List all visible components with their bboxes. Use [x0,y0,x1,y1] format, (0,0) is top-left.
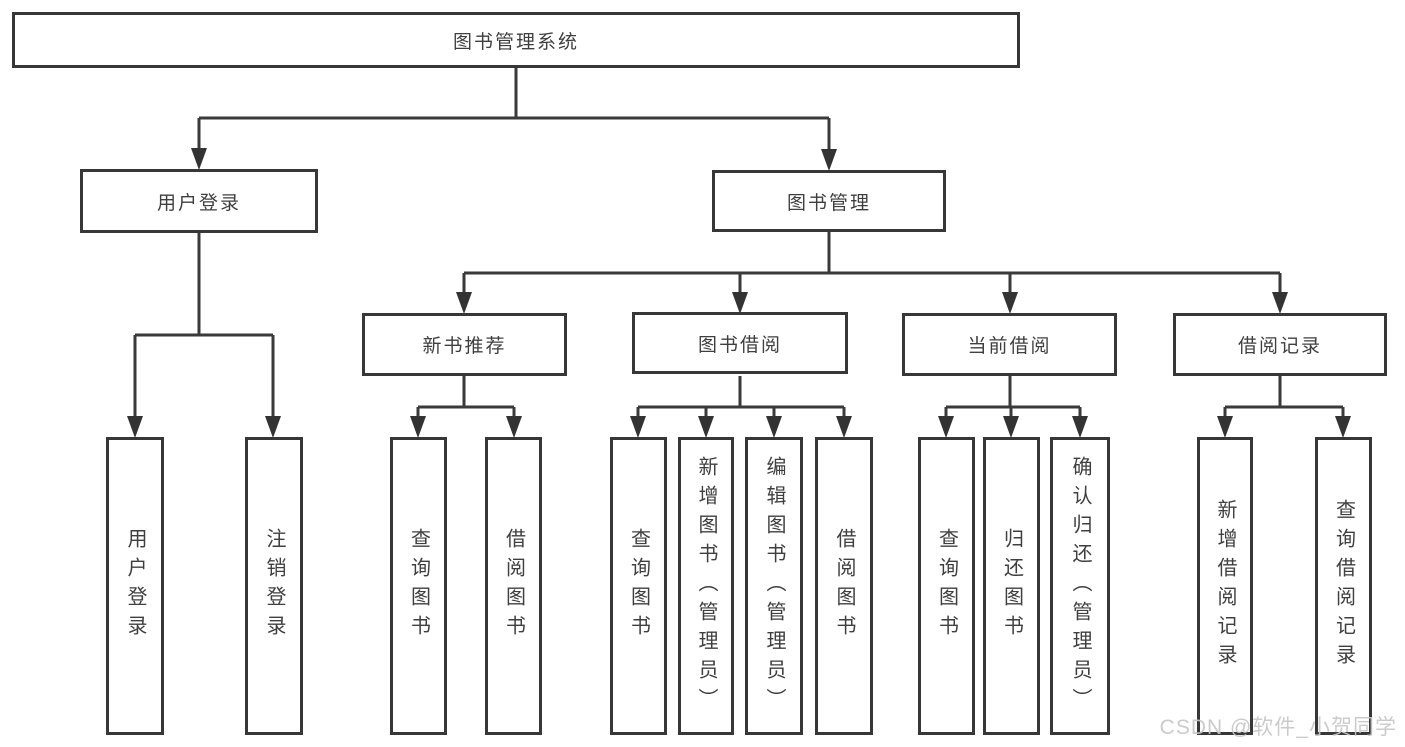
node-label: 借阅记录 [1237,336,1322,357]
node-label: 当前借阅 [967,336,1052,357]
arrow-down-icon [1217,416,1233,438]
node-book-borrow: 图书借阅 [632,312,848,374]
arrow-down-icon [265,416,281,438]
node-borrow-records: 借阅记录 [1173,313,1387,376]
node-label: 新增借阅记录 [1214,499,1236,673]
connector-current-borrow-to-leaves [944,376,1082,418]
leaf-query-books-recommend: 查询图书 [390,437,447,735]
leaf-return-books: 归还图书 [983,437,1040,735]
arrow-down-icon [1335,416,1351,438]
arrow-down-icon [506,416,522,438]
leaf-user-login: 用户登录 [106,437,164,735]
node-label: 确认归还（管理员） [1069,455,1091,717]
node-label: 查询图书 [935,528,958,644]
connector-book-management-to-level3 [462,232,1282,294]
connector-user-login-to-leaves [133,232,275,418]
arrow-down-icon [127,416,143,438]
arrow-down-icon [630,416,646,438]
arrow-down-icon [191,148,207,170]
arrow-down-icon [698,416,714,438]
arrow-down-icon [938,416,954,438]
csdn-watermark: CSDN @软件_小贺同学 [1159,716,1397,739]
node-user-login: 用户登录 [80,169,318,233]
leaf-confirm-return-admin: 确认归还（管理员） [1050,437,1110,735]
arrow-down-icon [1003,416,1019,438]
node-label: 借阅图书 [502,528,525,644]
connector-new-book-recommend-to-leaves [416,376,516,418]
node-label: 归还图书 [1000,528,1023,644]
node-label: 图书管理 [786,192,871,214]
node-library-management-system: 图书管理系统 [12,12,1020,68]
arrow-down-icon [1272,292,1288,314]
leaf-borrow-books: 借阅图书 [815,437,873,735]
leaf-query-books-current: 查询图书 [918,437,975,735]
node-label: 编辑图书（管理员） [763,455,785,717]
leaf-query-borrow-record: 查询借阅记录 [1315,437,1372,735]
node-label: 注销登录 [263,528,285,644]
node-current-borrow: 当前借阅 [902,313,1117,376]
node-label: 查询图书 [407,528,430,644]
arrow-down-icon [1072,416,1088,438]
node-label: 新书推荐 [422,336,507,357]
node-label: 图书借阅 [697,334,782,356]
arrow-down-icon [821,149,837,171]
leaf-logout-login: 注销登录 [245,437,303,735]
leaf-add-borrow-record: 新增借阅记录 [1197,437,1253,735]
node-label: 查询借阅记录 [1332,499,1355,673]
node-label: 用户登录 [156,192,241,214]
leaf-edit-books-admin: 编辑图书（管理员） [745,437,803,735]
connector-book-borrow-to-leaves [636,376,846,418]
connector-root-to-level2 [197,68,831,151]
arrow-down-icon [456,292,472,314]
arrow-down-icon [410,416,426,438]
leaf-borrow-books-recommend: 借阅图书 [485,437,542,735]
arrow-down-icon [1002,292,1018,314]
node-label: 新增图书（管理员） [695,455,717,717]
node-label: 借阅图书 [833,528,855,644]
leaf-query-books-borrow: 查询图书 [610,437,667,735]
node-book-management: 图书管理 [712,170,946,232]
arrow-down-icon [766,416,782,438]
node-label: 图书管理系统 [452,31,579,53]
node-label: 查询图书 [627,528,650,644]
leaf-add-books-admin: 新增图书（管理员） [678,437,734,735]
node-new-book-recommend: 新书推荐 [362,313,567,376]
arrow-down-icon [836,416,852,438]
arrow-down-icon [732,292,748,314]
node-label: 用户登录 [124,528,146,644]
arrowheads [127,148,1351,438]
connector-borrow-records-to-leaves [1223,376,1345,418]
